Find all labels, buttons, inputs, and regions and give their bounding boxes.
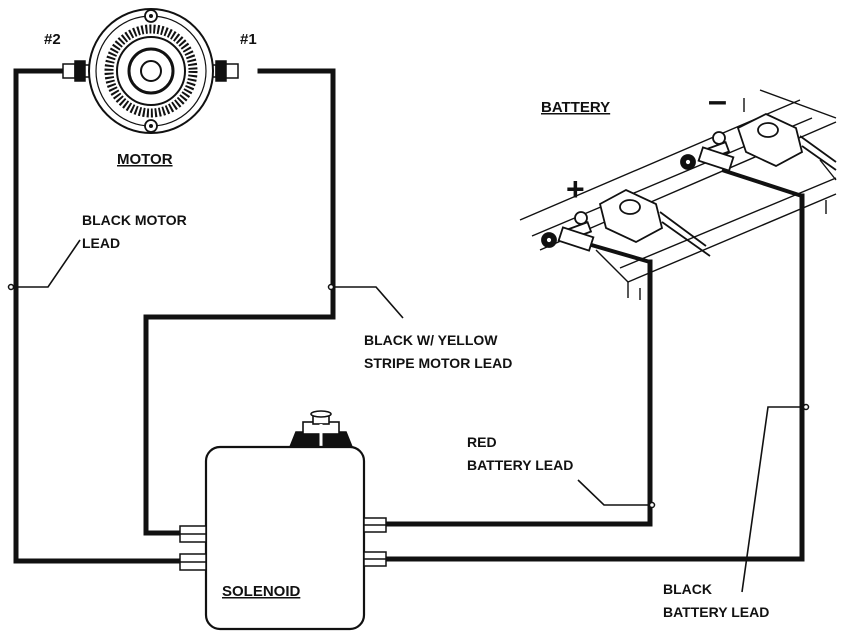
motor (62, 8, 239, 134)
terminal-1-label: #1 (240, 31, 257, 48)
red-battery-lead-label-line2: BATTERY LEAD (467, 457, 573, 473)
black-motor-lead-label-line1: BLACK MOTOR (82, 212, 187, 228)
motor-label: MOTOR (117, 151, 173, 168)
battery (519, 89, 837, 300)
wire-to-terminal-diagonals (587, 168, 803, 264)
black-yellow-lead-label-line1: BLACK W/ YELLOW (364, 332, 498, 348)
solenoid-body (204, 445, 366, 631)
labels: #2 #1 MOTOR BATTERY + – BLACK MOTOR LEAD… (44, 31, 769, 620)
solenoid-top-post (288, 410, 354, 448)
battery-label: BATTERY (541, 99, 610, 116)
black-motor-lead-label-line2: LEAD (82, 235, 120, 251)
black-battery-lead-wire (382, 193, 805, 562)
motor-shaft (140, 60, 162, 82)
black-motor-lead-wire (13, 68, 185, 564)
solenoid-left-terminals (179, 525, 207, 571)
battery-negative-terminal (680, 113, 837, 172)
red-battery-lead-label-line1: RED (467, 434, 497, 450)
wires (13, 68, 805, 564)
black-yellow-motor-lead-wire (143, 68, 336, 536)
black-yellow-lead-label-line2: STRIPE MOTOR LEAD (364, 355, 512, 371)
terminal-2-label: #2 (44, 31, 61, 48)
battery-positive-terminal (541, 188, 711, 257)
motor-armature (104, 24, 198, 118)
black-battery-lead-label-line2: BATTERY LEAD (663, 604, 769, 620)
black-battery-lead-label-line1: BLACK (663, 581, 712, 597)
solenoid-right-terminals (363, 517, 387, 567)
battery-positive-label: + (566, 171, 585, 207)
leader-dots (7, 283, 810, 509)
battery-negative-label: – (708, 82, 727, 120)
red-battery-lead-wire (382, 259, 653, 527)
solenoid-label: SOLENOID (222, 583, 301, 600)
solenoid (179, 410, 387, 631)
leader-lines (12, 239, 806, 593)
